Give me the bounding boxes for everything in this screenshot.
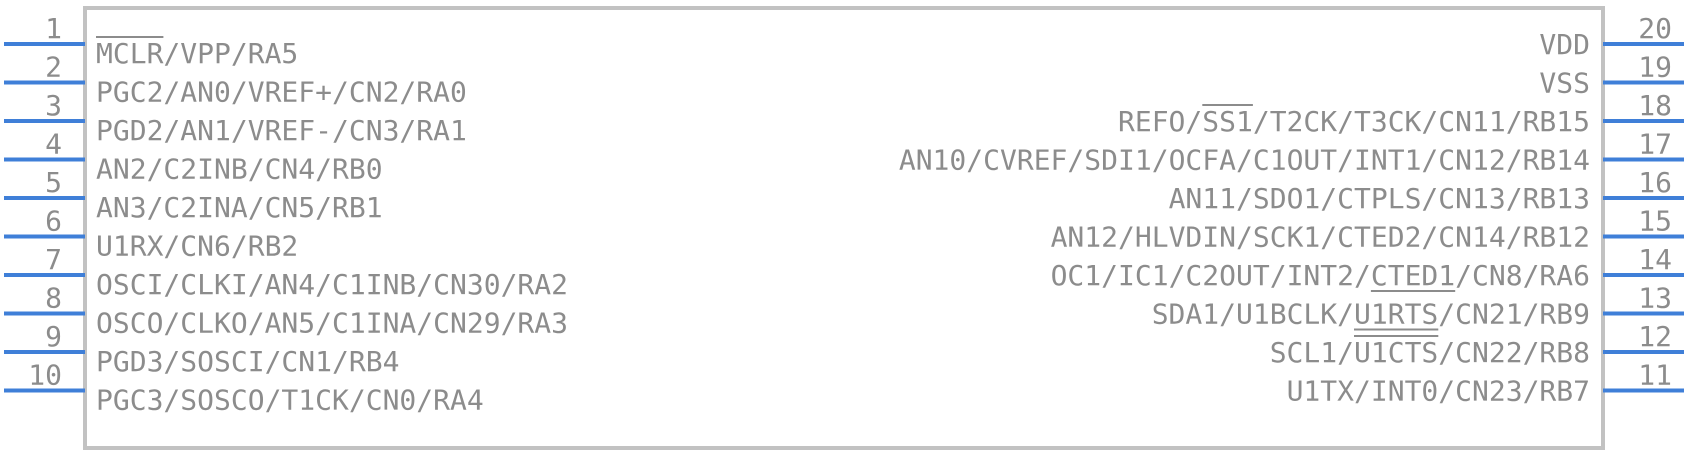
pin-number-2: 2: [45, 51, 62, 84]
pin-number-15: 15: [1638, 205, 1672, 238]
pin-number-10: 10: [28, 359, 62, 392]
pin-label-4: AN2/C2INB/CN4/RB0: [96, 153, 383, 186]
pin-label-1: MCLR/VPP/RA5: [96, 37, 298, 70]
pin-label-15: AN12/HLVDIN/SCK1/CTED2/CN14/RB12: [1051, 221, 1590, 254]
pin-label-18: REFO/SS1/T2CK/T3CK/CN11/RB15: [1118, 105, 1590, 138]
pin-number-18: 18: [1638, 89, 1672, 122]
pin-label-11: U1TX/INT0/CN23/RB7: [1287, 375, 1590, 408]
pin-number-19: 19: [1638, 51, 1672, 84]
pin-label-5: AN3/C2INA/CN5/RB1: [96, 191, 383, 224]
pin-number-12: 12: [1638, 320, 1672, 353]
pin-label-16: AN11/SDO1/CTPLS/CN13/RB13: [1169, 182, 1590, 215]
pin-number-17: 17: [1638, 128, 1672, 161]
pin-number-9: 9: [45, 320, 62, 353]
pin-number-20: 20: [1638, 12, 1672, 45]
pin-number-3: 3: [45, 89, 62, 122]
pin-label-9: PGD3/SOSCI/CN1/RB4: [96, 345, 399, 378]
pin-label-3: PGD2/AN1/VREF-/CN3/RA1: [96, 114, 467, 147]
pin-label-12: SCL1/U1CTS/CN22/RB8: [1270, 336, 1590, 369]
pin-number-14: 14: [1638, 243, 1672, 276]
pin-label-14: OC1/IC1/C2OUT/INT2/CTED1/CN8/RA6: [1051, 259, 1590, 292]
pin-number-7: 7: [45, 243, 62, 276]
pin-label-19: VSS: [1539, 67, 1590, 100]
pin-label-6: U1RX/CN6/RB2: [96, 230, 298, 263]
pin-number-13: 13: [1638, 282, 1672, 315]
pin-number-8: 8: [45, 282, 62, 315]
pin-label-13: SDA1/U1BCLK/U1RTS/CN21/RB9: [1152, 298, 1590, 331]
pin-label-20: VDD: [1539, 28, 1590, 61]
pin-label-2: PGC2/AN0/VREF+/CN2/RA0: [96, 76, 467, 109]
pin-number-11: 11: [1638, 359, 1672, 392]
pin-label-7: OSCI/CLKI/AN4/C1INB/CN30/RA2: [96, 268, 568, 301]
pin-number-5: 5: [45, 166, 62, 199]
pin-label-17: AN10/CVREF/SDI1/OCFA/C1OUT/INT1/CN12/RB1…: [899, 144, 1590, 177]
pin-number-6: 6: [45, 205, 62, 238]
pin-label-8: OSCO/CLKO/AN5/C1INA/CN29/RA3: [96, 307, 568, 340]
pin-label-10: PGC3/SOSCO/T1CK/CN0/RA4: [96, 384, 484, 417]
pin-number-1: 1: [45, 12, 62, 45]
pin-number-4: 4: [45, 128, 62, 161]
pin-number-16: 16: [1638, 166, 1672, 199]
ic-body-outline: [83, 6, 1605, 450]
